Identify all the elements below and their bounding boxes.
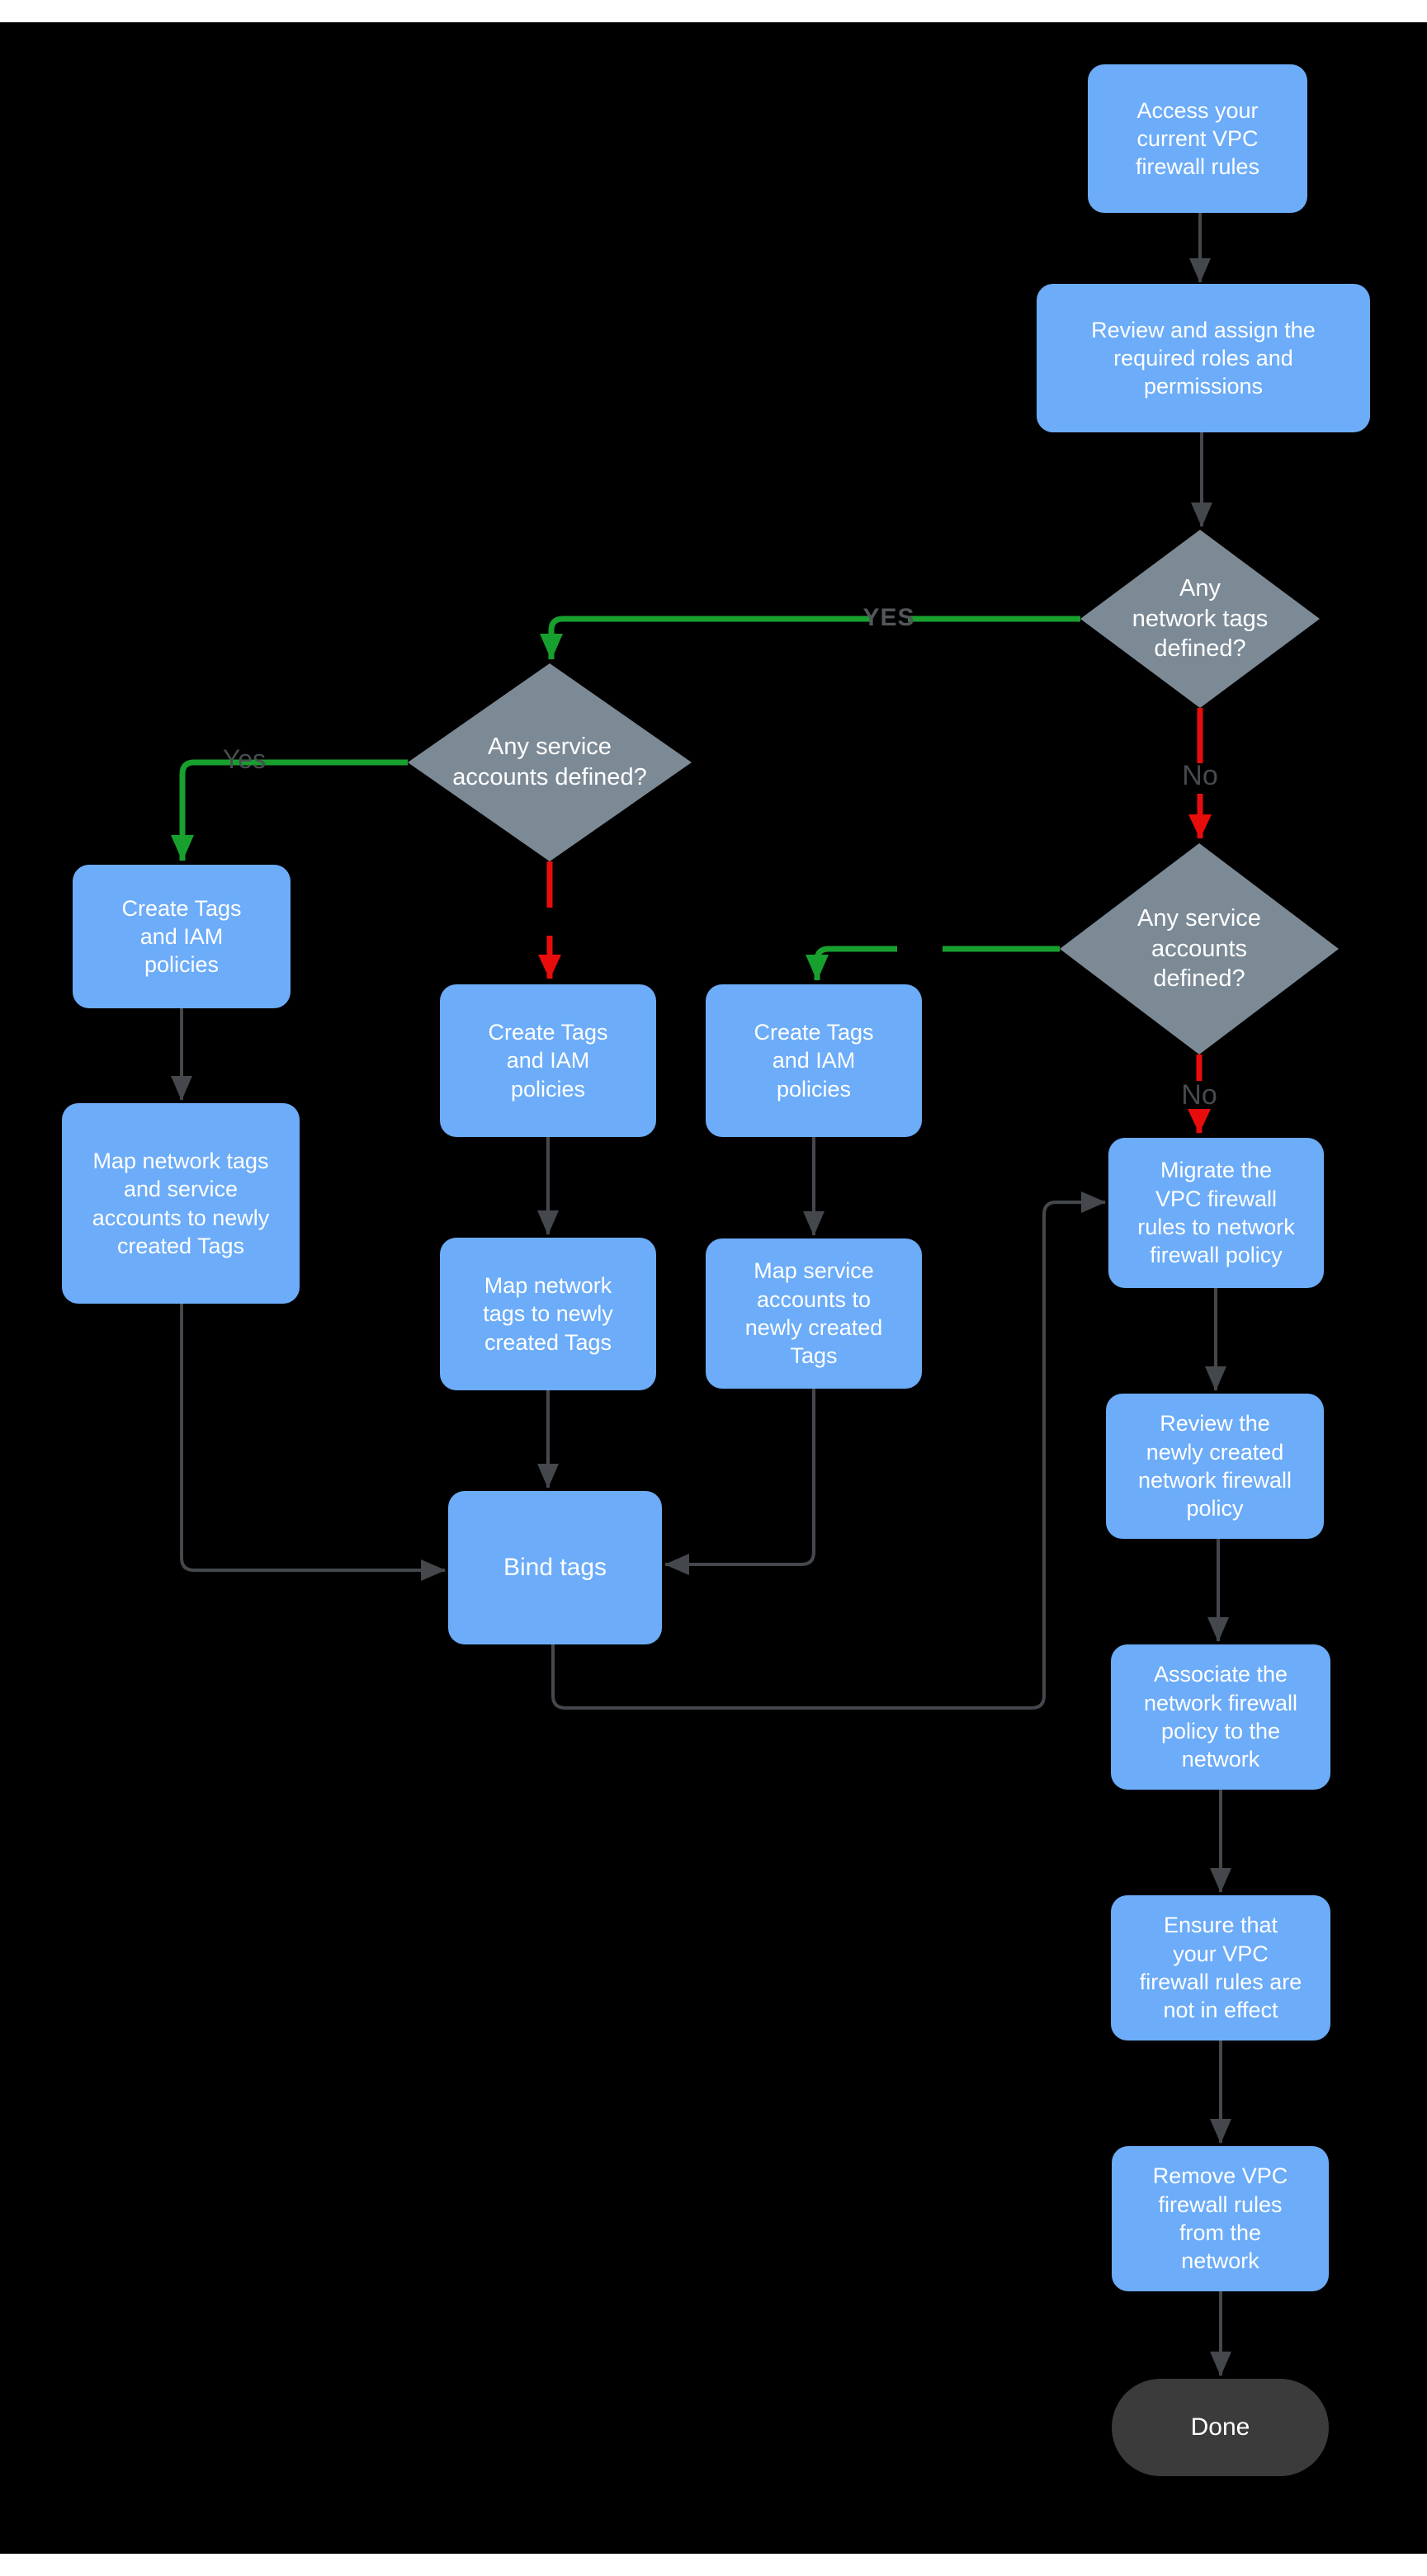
node-review-assign-roles-permissions: Review and assign the required roles and… bbox=[1037, 284, 1370, 432]
node-remove-vpc-firewall-rules: Remove VPC firewall rules from the netwo… bbox=[1112, 2146, 1329, 2291]
node-create-tags-iam-policies-middle: Create Tags and IAM policies bbox=[440, 984, 656, 1137]
node-create-tags-iam-policies-right: Create Tags and IAM policies bbox=[706, 984, 922, 1137]
node-associate-network-firewall-policy: Associate the network firewall policy to… bbox=[1111, 1644, 1330, 1790]
node-done: Done bbox=[1112, 2379, 1329, 2476]
edge-label-no-network-tags: No bbox=[1182, 760, 1218, 791]
node-map-service-accounts: Map service accounts to newly created Ta… bbox=[706, 1238, 922, 1389]
node-map-network-tags-service-accounts: Map network tags and service accounts to… bbox=[62, 1103, 300, 1304]
edge-map-left-to-bind-tags bbox=[180, 1304, 446, 1581]
node-map-network-tags: Map network tags to newly created Tags bbox=[440, 1238, 656, 1390]
node-bind-tags: Bind tags bbox=[448, 1491, 662, 1644]
edge-yes-network-tags-to-service-decision bbox=[540, 616, 870, 660]
node-create-tags-iam-policies-left: Create Tags and IAM policies bbox=[73, 865, 291, 1008]
node-migrate-vpc-firewall-rules: Migrate the VPC firewall rules to networ… bbox=[1108, 1138, 1324, 1288]
edge-yes-service-right-to-create-right bbox=[806, 946, 897, 981]
edge-label-yes-service-left: Yes bbox=[222, 744, 267, 774]
edge-label-no-service-right: No bbox=[1181, 1079, 1217, 1111]
node-review-network-firewall-policy: Review the newly created network firewal… bbox=[1106, 1394, 1324, 1539]
node-access-current-vpc-firewall-rules: Access your current VPC firewall rules bbox=[1088, 64, 1307, 213]
edge-map-right-to-bind-tags bbox=[664, 1389, 815, 1575]
edge-yes-service-left-to-create-left bbox=[171, 759, 408, 861]
node-ensure-vpc-rules-not-in-effect: Ensure that your VPC firewall rules are … bbox=[1111, 1895, 1330, 2041]
edge-bind-tags-to-migrate bbox=[551, 1191, 1106, 1710]
page-edge-top bbox=[0, 0, 1427, 22]
page-edge-bottom bbox=[0, 2554, 1427, 2576]
edge-label-yes-network-tags: YES bbox=[862, 604, 915, 631]
